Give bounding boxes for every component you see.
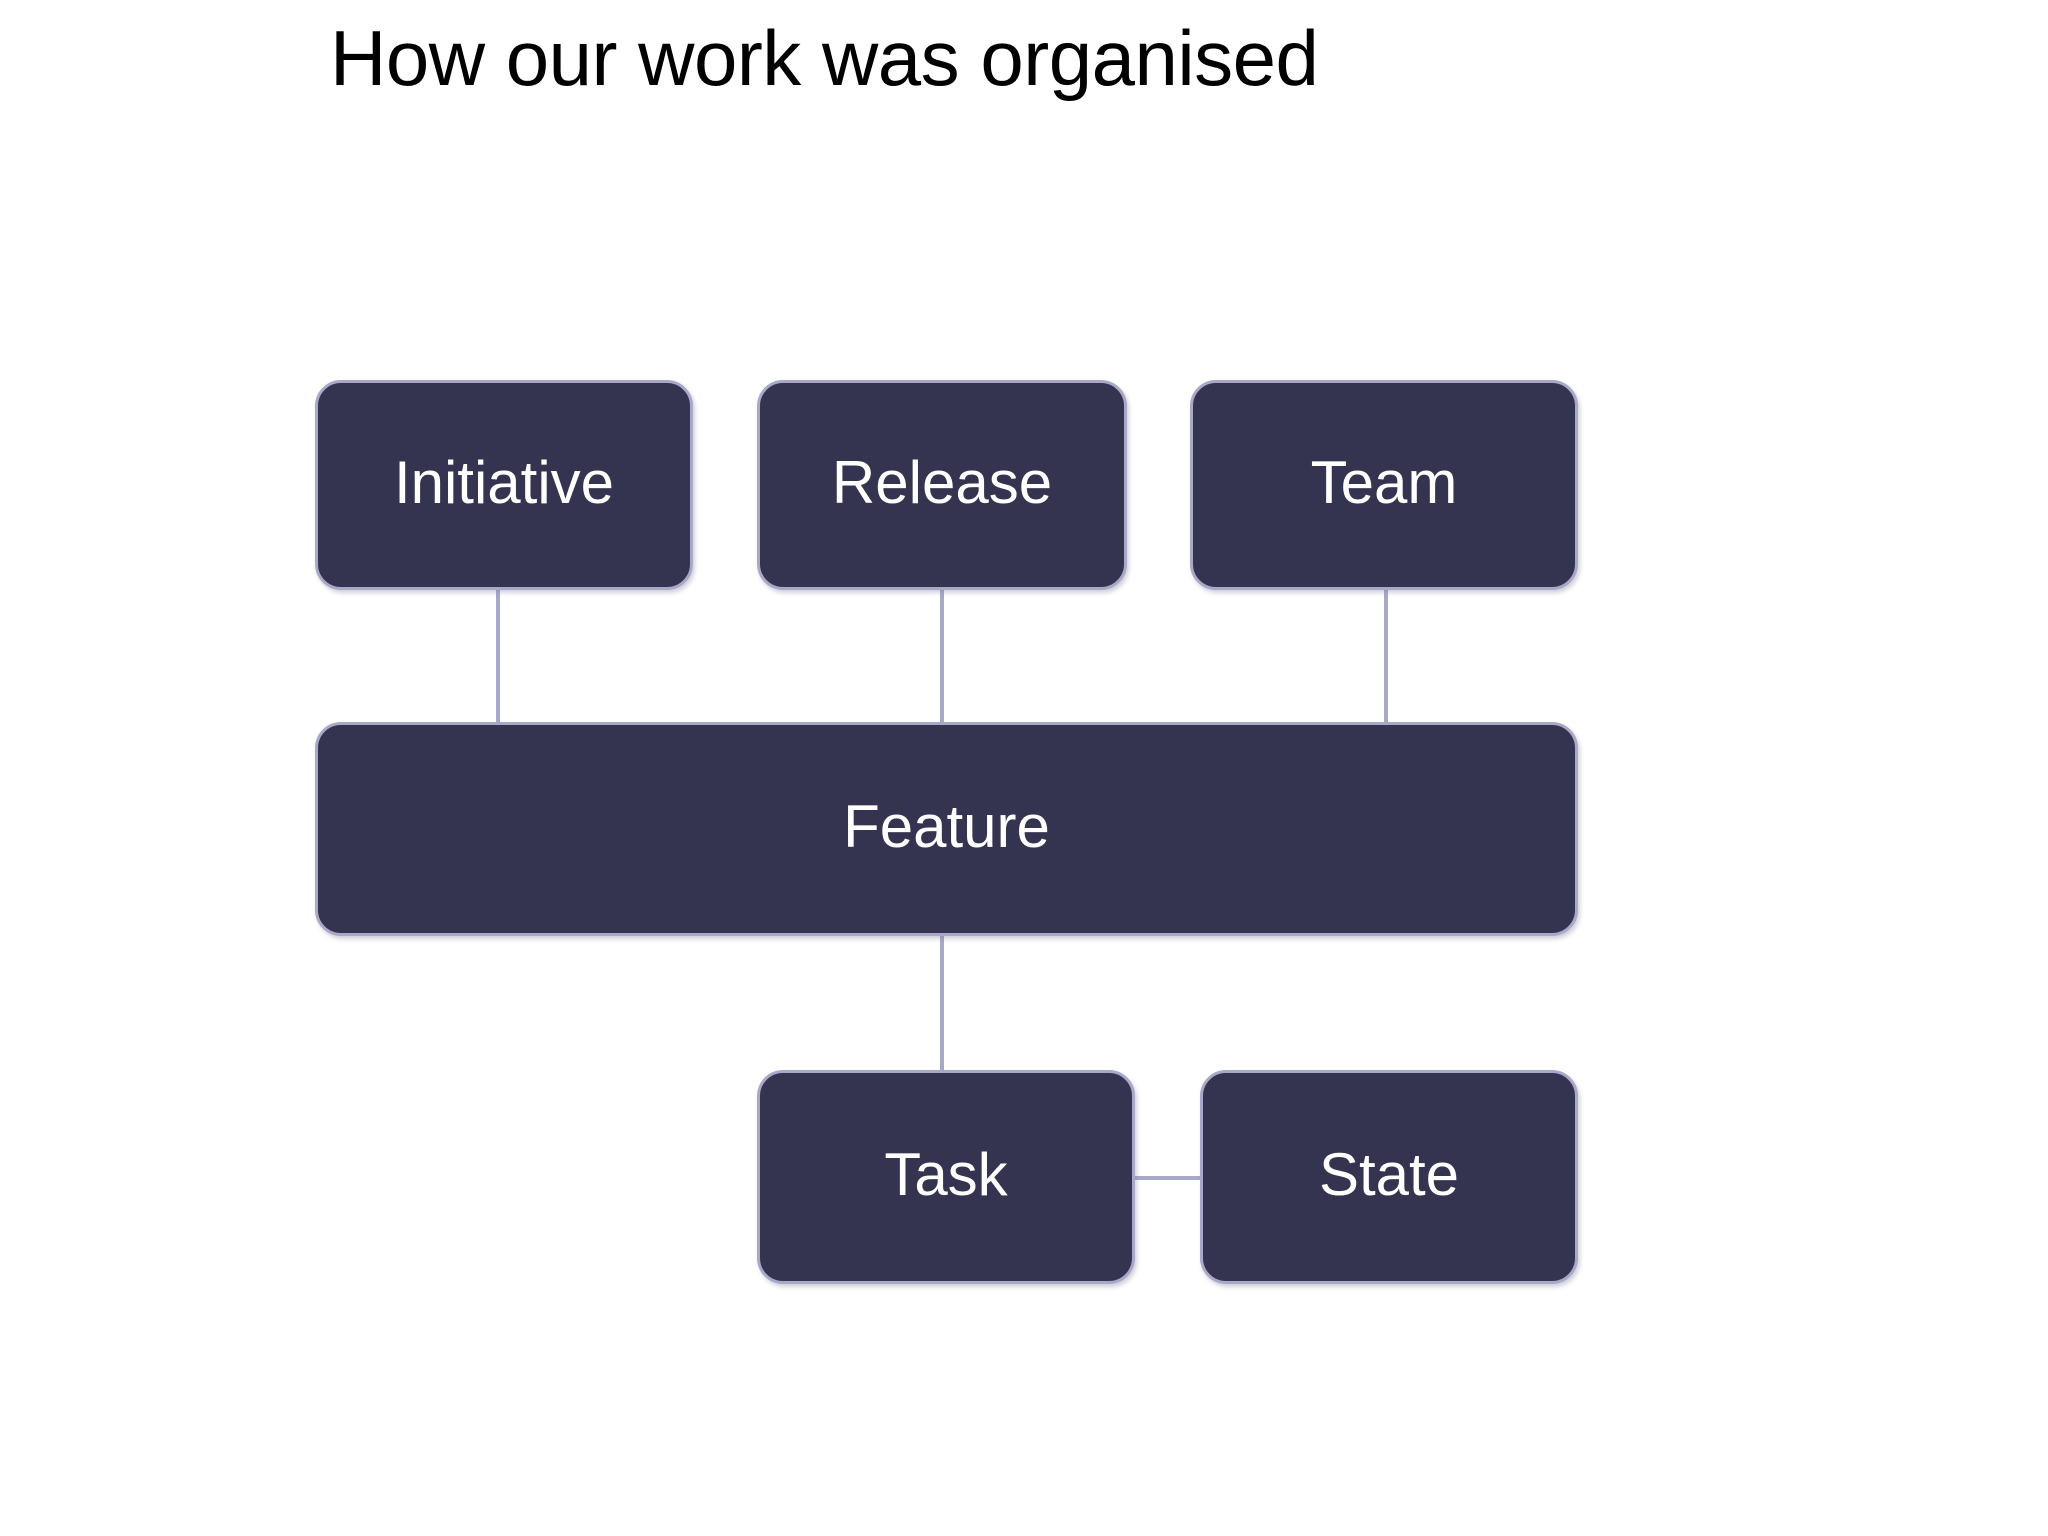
work-organisation-diagram: Initiative Release Team Feature Task Sta… [315, 380, 1578, 1284]
connector-task-to-state [1133, 1176, 1203, 1180]
brand-column: David J Anderson & Associates, Inc. @asp… [1848, 0, 2048, 1536]
connector-initiative-to-feature [496, 590, 500, 722]
node-state-label: State [1318, 1141, 1460, 1208]
page-title: How our work was organised [330, 14, 1319, 102]
node-task-label: Task [884, 1141, 1008, 1208]
connector-feature-to-task [940, 935, 944, 1071]
node-task[interactable]: Task [757, 1070, 1135, 1284]
node-initiative-label: Initiative [393, 449, 615, 516]
node-state[interactable]: State [1200, 1070, 1578, 1284]
node-team[interactable]: Team [1190, 380, 1578, 590]
node-initiative[interactable]: Initiative [315, 380, 693, 590]
node-feature[interactable]: Feature [315, 722, 1578, 936]
node-release[interactable]: Release [757, 380, 1127, 590]
connector-team-to-feature [1384, 590, 1388, 722]
node-feature-label: Feature [843, 793, 1050, 860]
node-team-label: Team [1310, 449, 1458, 516]
connector-release-to-feature [940, 590, 944, 722]
node-release-label: Release [831, 449, 1053, 516]
